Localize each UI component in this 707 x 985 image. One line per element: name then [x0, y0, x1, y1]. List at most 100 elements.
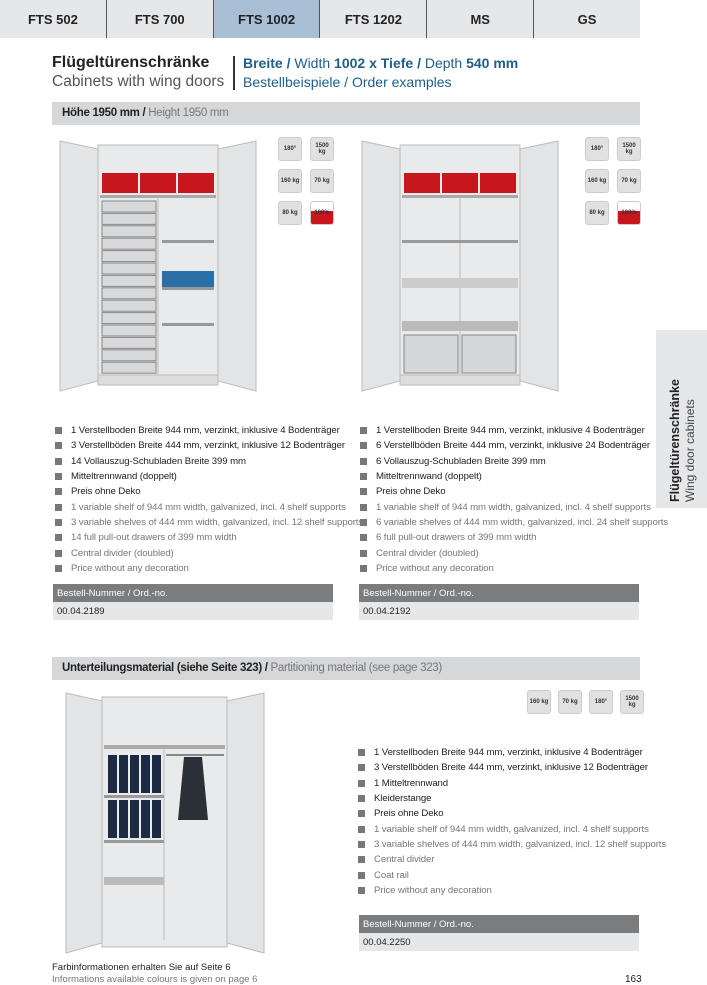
- bin: [140, 173, 176, 193]
- list-item: Coat rail: [358, 867, 666, 882]
- page-title: Flügeltürenschränke: [52, 54, 210, 71]
- order-label: Bestell-Nummer / Ord.-no.: [53, 584, 333, 602]
- full-extension-icon: 100%: [617, 201, 641, 225]
- tab-ms[interactable]: MS: [427, 0, 535, 38]
- drawer: [101, 336, 157, 349]
- list-item: 1 variable shelf of 944 mm width, galvan…: [55, 499, 363, 514]
- list-item: Central divider (doubled): [55, 545, 363, 560]
- drawer-load-icon: 70 kg: [310, 169, 334, 193]
- list-item: 1 variable shelf of 944 mm width, galvan…: [360, 499, 668, 514]
- product-2-features: 1 Verstellboden Breite 944 mm, verzinkt,…: [360, 423, 668, 576]
- order-box-1: Bestell-Nummer / Ord.-no. 00.04.2189: [53, 584, 333, 620]
- list-item: 3 Verstellböden Breite 444 mm, verzinkt,…: [358, 760, 666, 775]
- list-item: 3 Verstellböden Breite 444 mm, verzinkt,…: [55, 438, 363, 453]
- tab-gs[interactable]: GS: [534, 0, 640, 38]
- page-number: 163: [625, 974, 642, 985]
- list-item: 6 Verstellböden Breite 444 mm, verzinkt,…: [360, 438, 668, 453]
- list-item: Central divider: [358, 852, 666, 867]
- drawer: [101, 349, 157, 362]
- series-tabs: FTS 502 FTS 700 FTS 1002 FTS 1202 MS GS: [0, 0, 640, 38]
- tab-fts-700[interactable]: FTS 700: [106, 0, 214, 38]
- side-tab-de: Flügeltürenschränke: [668, 379, 682, 502]
- drawer: [101, 200, 157, 213]
- drawer: [101, 237, 157, 250]
- list-item: 1 Verstellboden Breite 944 mm, verzinkt,…: [360, 423, 668, 438]
- full-extension-icon: 100%: [310, 201, 334, 225]
- dim-breite: Breite /: [243, 55, 291, 71]
- drawer: [101, 312, 157, 325]
- dim-depth: Depth: [420, 55, 467, 71]
- order-box-3: Bestell-Nummer / Ord.-no. 00.04.2250: [359, 915, 639, 951]
- pullout-load-icon: 80 kg: [278, 201, 302, 225]
- dimensions: Breite / Width 1002 x Tiefe / Depth 540 …: [243, 55, 518, 71]
- total-load-icon: 1500 kg: [310, 137, 334, 161]
- list-item: Price without any decoration: [360, 561, 668, 576]
- order-label: Bestell-Nummer / Ord.-no.: [359, 915, 639, 933]
- product-3-features: 1 Verstellboden Breite 944 mm, verzinkt,…: [358, 745, 666, 898]
- drawer: [101, 299, 157, 312]
- subtitle: Bestellbeispiele / Order examples: [243, 74, 452, 90]
- list-item: 3 variable shelves of 444 mm width, galv…: [358, 837, 666, 852]
- drawer: [101, 287, 157, 300]
- list-item: 1 variable shelf of 944 mm width, galvan…: [358, 821, 666, 836]
- order-label: Bestell-Nummer / Ord.-no.: [359, 584, 639, 602]
- drawer-load-icon: 70 kg: [617, 169, 641, 193]
- rotate-180-icon: 180°: [589, 690, 613, 714]
- tab-fts-1002[interactable]: FTS 1002: [213, 0, 321, 38]
- dim-width-value: 1002 x Tiefe /: [334, 55, 421, 71]
- list-item: 1 Verstellboden Breite 944 mm, verzinkt,…: [55, 423, 363, 438]
- list-item: Preis ohne Deko: [360, 484, 668, 499]
- list-item: Central divider (doubled): [360, 545, 668, 560]
- product-1-features: 1 Verstellboden Breite 944 mm, verzinkt,…: [55, 423, 363, 576]
- coat: [178, 757, 208, 820]
- drawer: [101, 262, 157, 275]
- cabinet-image-wardrobe: [65, 692, 265, 954]
- section-de: Unterteilungsmaterial (siehe Seite 323) …: [62, 662, 268, 674]
- bin: [102, 173, 138, 193]
- order-box-2: Bestell-Nummer / Ord.-no. 00.04.2192: [359, 584, 639, 620]
- page-title-en: Cabinets with wing doors: [52, 73, 225, 90]
- footer-note-de: Farbinformationen erhalten Sie auf Seite…: [52, 962, 231, 973]
- total-load-icon: 1500 kg: [617, 137, 641, 161]
- section-en: Height 1950 mm: [145, 107, 229, 119]
- order-number: 00.04.2250: [359, 933, 639, 951]
- drawer: [101, 361, 157, 374]
- list-item: Price without any decoration: [55, 561, 363, 576]
- cabinet-image-drawers: [59, 140, 257, 392]
- feature-icons-2: 180° 1500 kg 160 kg 70 kg 80 kg 100%: [585, 137, 641, 225]
- tab-fts-1202[interactable]: FTS 1202: [320, 0, 428, 38]
- list-item: 1 Mitteltrennwand: [358, 776, 666, 791]
- list-item: 14 full pull-out drawers of 399 mm width: [55, 530, 363, 545]
- shelf-load-icon: 160 kg: [527, 690, 551, 714]
- drawer: [101, 225, 157, 238]
- feature-icons-3: 160 kg 70 kg 180° 1500 kg: [527, 690, 644, 714]
- footer-note-en: Informations available colours is given …: [52, 974, 258, 985]
- list-item: 1 Verstellboden Breite 944 mm, verzinkt,…: [358, 745, 666, 760]
- drawer: [101, 324, 157, 337]
- drawer-load-icon: 70 kg: [558, 690, 582, 714]
- section-de: Höhe 1950 mm /: [62, 107, 146, 119]
- list-item: Mitteltrennwand (doppelt): [55, 469, 363, 484]
- list-item: 6 Vollauszug-Schubladen Breite 399 mm: [360, 454, 668, 469]
- order-number: 00.04.2192: [359, 602, 639, 620]
- feature-icons-1: 180° 1500 kg 160 kg 70 kg 80 kg 100%: [278, 137, 334, 225]
- list-item: Mitteltrennwand (doppelt): [360, 469, 668, 484]
- list-item: Preis ohne Deko: [358, 806, 666, 821]
- drawer: [101, 250, 157, 263]
- shelf-load-icon: 160 kg: [278, 169, 302, 193]
- title-divider: [233, 56, 235, 90]
- bin: [178, 173, 214, 193]
- drawer: [101, 212, 157, 225]
- list-item: 14 Vollauszug-Schubladen Breite 399 mm: [55, 454, 363, 469]
- section-en: Partitioning material (see page 323): [267, 662, 443, 674]
- rotate-180-icon: 180°: [278, 137, 302, 161]
- dim-width: Width: [290, 55, 335, 71]
- section-partitioning-bar: Unterteilungsmaterial (siehe Seite 323) …: [52, 657, 640, 680]
- tab-fts-502[interactable]: FTS 502: [0, 0, 107, 38]
- side-tab-en: Wing door cabinets: [683, 399, 697, 502]
- list-item: 6 full pull-out drawers of 399 mm width: [360, 530, 668, 545]
- cabinet-image-shelves: [361, 140, 559, 392]
- list-item: Kleiderstange: [358, 791, 666, 806]
- total-load-icon: 1500 kg: [620, 690, 644, 714]
- drawer: [101, 274, 157, 287]
